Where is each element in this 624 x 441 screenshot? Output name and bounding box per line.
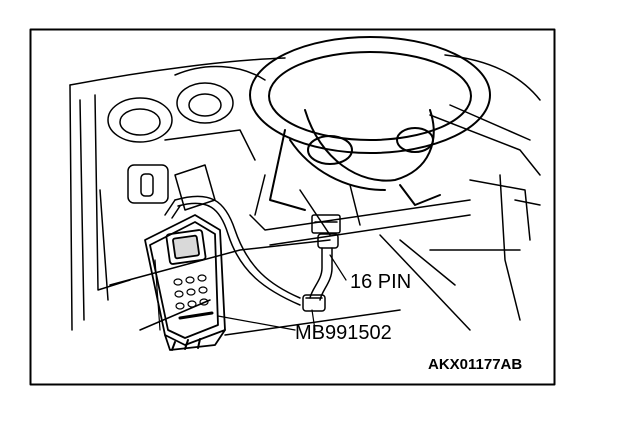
scan-tool-icon	[144, 214, 226, 351]
steering-wheel-icon	[249, 36, 491, 211]
cable	[164, 195, 301, 306]
connector-label: 16 PIN	[350, 271, 412, 293]
steering-column	[254, 174, 361, 236]
figure-frame	[29, 28, 556, 386]
leader-lines	[217, 254, 347, 331]
diagnostic-connector-icon	[302, 214, 341, 312]
figure-code-label: AKX01177AB	[428, 356, 523, 373]
part-number-label: MB991502	[295, 322, 392, 344]
dashboard-outline	[69, 54, 541, 336]
air-vents	[107, 65, 266, 161]
